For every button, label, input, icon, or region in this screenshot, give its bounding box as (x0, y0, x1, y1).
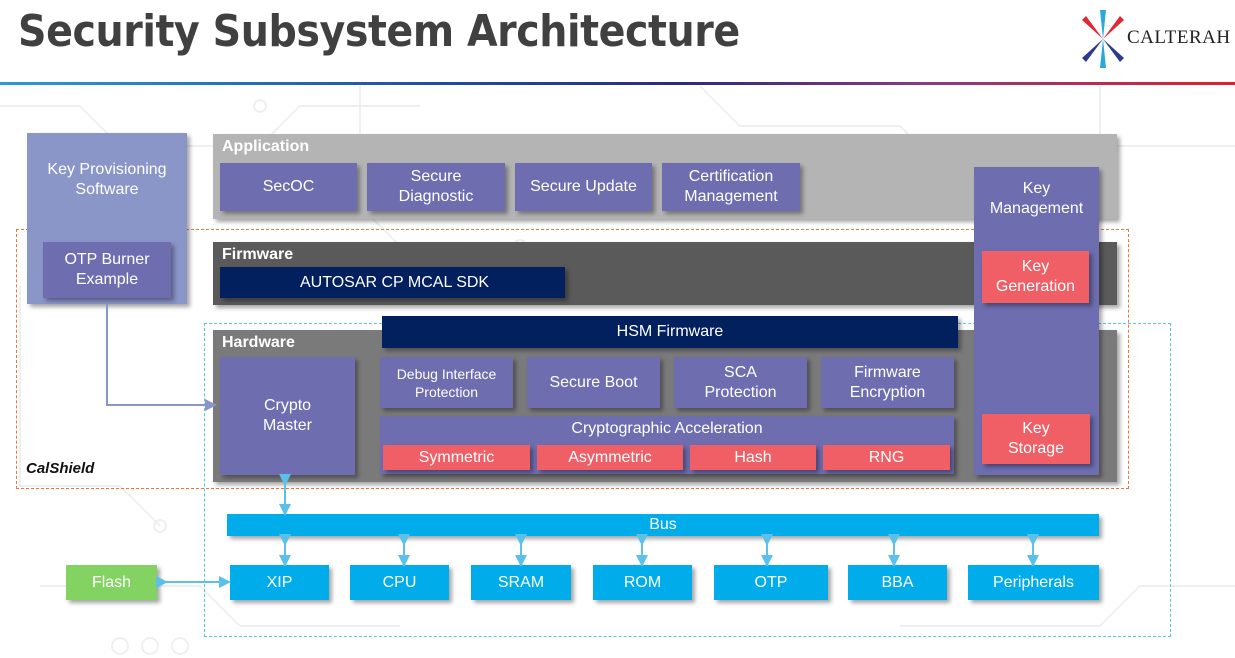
bus-bar: Bus (227, 514, 1099, 536)
app-item-certification-management: Certification Management (662, 163, 800, 211)
key-provisioning-title: Key Provisioning Software (47, 161, 167, 198)
calshield-boundary (16, 229, 1129, 489)
logo-text: CALTERAH (1127, 27, 1231, 48)
flash-box: Flash (66, 565, 157, 600)
key-provisioning-panel: Key Provisioning Software OTP Burner Exa… (27, 133, 187, 304)
key-storage-box: Key Storage (982, 414, 1090, 464)
app-item-secoc: SecOC (220, 163, 357, 211)
hsm-firmware-box: HSM Firmware (382, 316, 958, 348)
hsm-item-sca-protection: SCA Protection (674, 357, 807, 408)
firmware-layer-label: Firmware (222, 246, 294, 263)
header-divider (0, 82, 1235, 85)
provisioning-to-crypto-master-arrow (106, 304, 217, 411)
crypto-item-rng: RNG (823, 445, 950, 470)
calshield-label: CalShield (26, 460, 95, 477)
otp-burner-box: OTP Burner Example (43, 242, 171, 298)
key-generation-box: Key Generation (982, 251, 1089, 303)
key-management-panel: Key Management Key Generation Key Storag… (974, 167, 1099, 475)
crypto-item-symmetric: Symmetric (383, 445, 530, 470)
hardware-layer-label: Hardware (222, 334, 295, 351)
app-item-secure-diagnostic: Secure Diagnostic (367, 163, 505, 211)
hsm-item-debug-interface-protection: Debug Interface Protection (380, 357, 513, 408)
app-item-secure-update: Secure Update (515, 163, 652, 211)
module-cpu: CPU (350, 565, 449, 600)
crypto-item-hash: Hash (690, 445, 816, 470)
module-xip: XIP (230, 565, 329, 600)
autosar-sdk-box: AUTOSAR CP MCAL SDK (220, 267, 565, 298)
crypto-item-asymmetric: Asymmetric (537, 445, 683, 470)
crypto-acceleration-label: Cryptographic Acceleration (571, 420, 763, 437)
key-management-label: Key Management (989, 180, 1084, 217)
module-peripherals: Peripherals (968, 565, 1099, 600)
module-rom: ROM (593, 565, 692, 600)
module-sram: SRAM (471, 565, 571, 600)
hsm-item-secure-boot: Secure Boot (527, 357, 660, 408)
page-title: Security Subsystem Architecture (18, 6, 740, 57)
calterah-logo-icon (1082, 10, 1124, 68)
hsm-item-firmware-encryption: Firmware Encryption (821, 357, 954, 408)
module-otp: OTP (714, 565, 828, 600)
crypto-master-box: Crypto Master (220, 357, 355, 475)
module-bba: BBA (848, 565, 947, 600)
crypto-acceleration-panel: Cryptographic Acceleration Symmetric Asy… (380, 416, 954, 474)
application-layer-label: Application (222, 138, 310, 155)
